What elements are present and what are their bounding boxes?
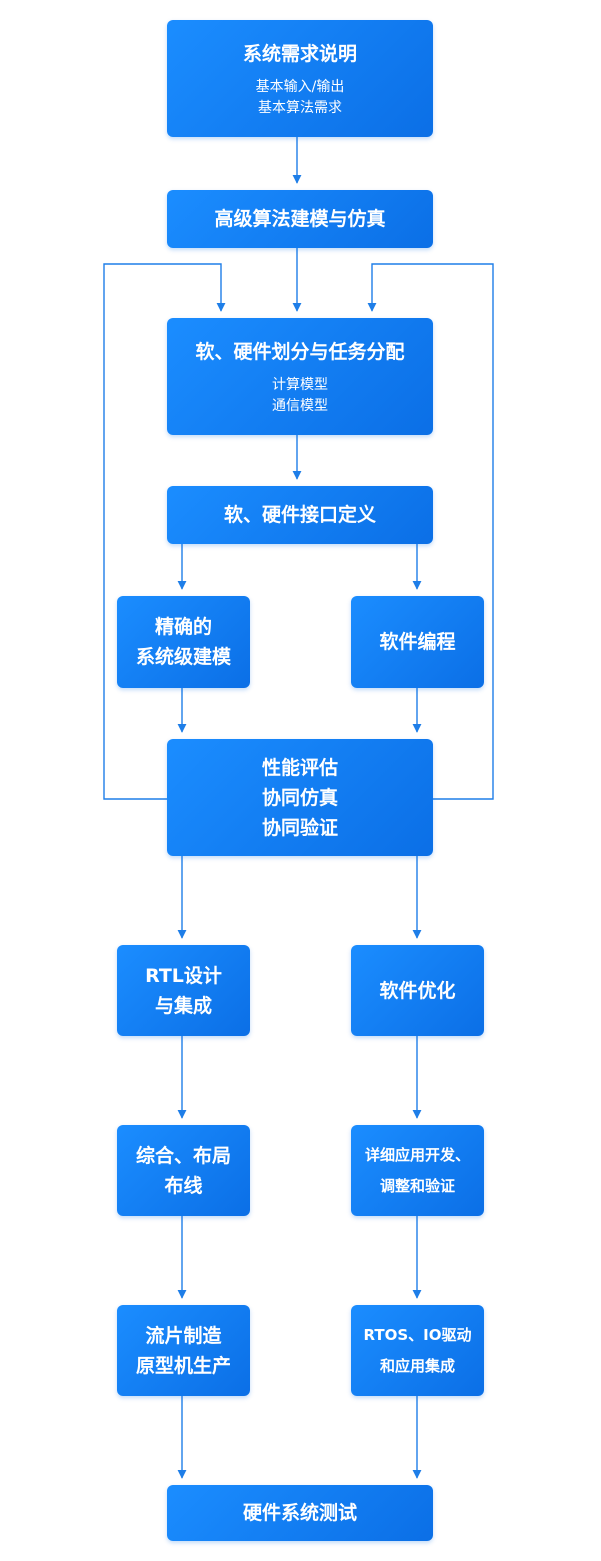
edge-evaluation-feedback-left: [103, 263, 226, 800]
node-partitioning-detail-2: 通信模型: [272, 397, 328, 414]
node-rtos-line-2: 和应用集成: [379, 1356, 455, 1375]
node-fabrication: 流片制造 原型机生产: [117, 1305, 250, 1396]
node-system-modeling-line-2: 系统级建模: [135, 646, 231, 668]
node-software-programming-title: 软件编程: [379, 631, 456, 653]
node-app-dev-line-2: 调整和验证: [379, 1176, 455, 1195]
node-requirements-title: 系统需求说明: [242, 42, 357, 65]
node-requirements-detail-1: 基本输入/输出: [255, 78, 345, 95]
node-interface-title: 软、硬件接口定义: [223, 504, 376, 526]
node-fabrication-line-2: 原型机生产: [135, 1354, 231, 1377]
node-algorithm-modeling-title: 高级算法建模与仿真: [214, 208, 386, 230]
node-evaluation-line-2: 协同仿真: [261, 786, 338, 809]
node-app-dev-line-1: 详细应用开发、: [364, 1145, 470, 1164]
node-evaluation-line-1: 性能评估: [261, 756, 338, 779]
node-partitioning: 软、硬件划分与任务分配 计算模型 通信模型: [167, 318, 433, 435]
node-requirements-detail-2: 基本算法需求: [258, 99, 342, 116]
node-synthesis-line-2: 布线: [164, 1174, 203, 1197]
node-hw-test-title: 硬件系统测试: [242, 1502, 357, 1524]
node-rtl: RTL设计 与集成: [117, 945, 250, 1036]
node-rtl-line-1: RTL设计: [145, 964, 222, 987]
node-rtos: RTOS、IO驱动 和应用集成: [351, 1305, 484, 1396]
node-requirements: 系统需求说明 基本输入/输出 基本算法需求: [167, 20, 433, 137]
node-evaluation-line-3: 协同验证: [261, 816, 338, 839]
node-fabrication-line-1: 流片制造: [145, 1324, 222, 1347]
node-software-programming: 软件编程: [351, 596, 484, 688]
node-partitioning-title: 软、硬件划分与任务分配: [195, 340, 405, 363]
node-synthesis-line-1: 综合、布局: [135, 1144, 231, 1167]
node-software-optimization: 软件优化: [351, 945, 484, 1036]
node-software-optimization-title: 软件优化: [379, 979, 456, 1002]
node-synthesis: 综合、布局 布线: [117, 1125, 250, 1216]
node-partitioning-detail-1: 计算模型: [272, 376, 328, 393]
node-system-modeling-line-1: 精确的: [154, 616, 212, 638]
edge-evaluation-feedback-right: [367, 263, 494, 800]
node-interface: 软、硬件接口定义: [167, 486, 433, 544]
node-system-modeling: 精确的 系统级建模: [117, 596, 250, 688]
node-algorithm-modeling: 高级算法建模与仿真: [167, 190, 433, 248]
node-rtos-line-1: RTOS、IO驱动: [363, 1325, 472, 1344]
node-evaluation: 性能评估 协同仿真 协同验证: [167, 739, 433, 856]
node-app-dev: 详细应用开发、 调整和验证: [351, 1125, 484, 1216]
node-rtl-line-2: 与集成: [154, 994, 212, 1017]
node-hw-test: 硬件系统测试: [167, 1485, 433, 1541]
